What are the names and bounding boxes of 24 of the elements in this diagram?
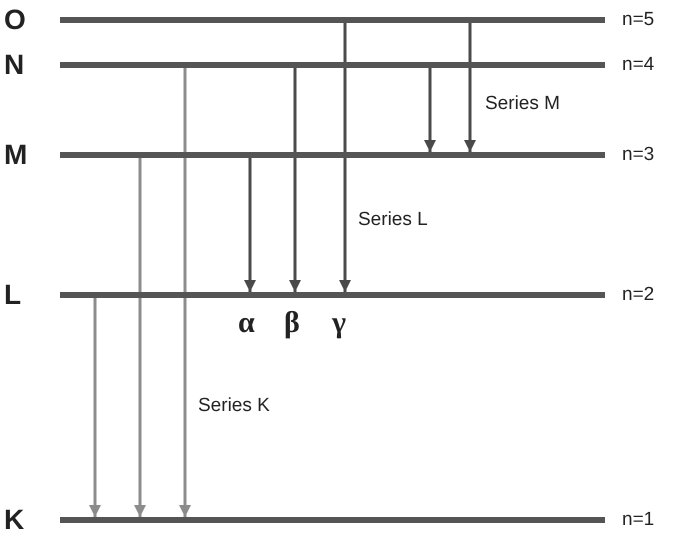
quantum-number: n=5 xyxy=(622,8,654,32)
transition-arrow xyxy=(179,68,191,517)
transition-arrow xyxy=(339,23,351,292)
shell-letter: K xyxy=(4,505,24,535)
transition-arrow xyxy=(134,158,146,517)
transition-arrow xyxy=(424,68,436,152)
quantum-number: n=1 xyxy=(622,508,654,532)
transition-arrow xyxy=(89,298,101,517)
line-symbol: α xyxy=(238,306,255,340)
shell-letter: M xyxy=(4,140,28,170)
line-symbol: γ xyxy=(332,306,346,340)
line-symbol: β xyxy=(284,306,300,340)
shell-letter: N xyxy=(4,50,24,80)
series-label: Series K xyxy=(198,394,270,418)
series-label: Series L xyxy=(358,208,428,232)
transition-arrow xyxy=(244,158,256,292)
transition-arrow xyxy=(464,23,476,152)
quantum-number: n=4 xyxy=(622,53,654,77)
transition-arrow xyxy=(289,68,301,292)
quantum-number: n=3 xyxy=(622,143,654,167)
series-label: Series M xyxy=(485,92,560,116)
quantum-number: n=2 xyxy=(622,283,654,307)
shell-letter: L xyxy=(4,280,22,310)
shell-letter: O xyxy=(4,5,26,35)
